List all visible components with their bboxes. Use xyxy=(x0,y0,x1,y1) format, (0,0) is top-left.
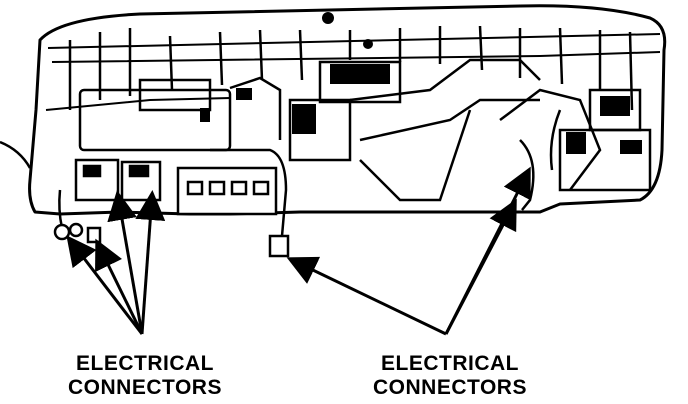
callout-label-right-line2: CONNECTORS xyxy=(373,376,527,399)
dark-details xyxy=(200,12,642,154)
hanging-connectors xyxy=(53,222,290,258)
callout-leaders-left xyxy=(66,190,166,335)
callout-label-left: ELECTRICAL CONNECTORS xyxy=(55,352,235,400)
top-ribs xyxy=(68,25,634,111)
callout-label-left-line2: CONNECTORS xyxy=(68,376,222,399)
callout-label-right-line1: ELECTRICAL xyxy=(381,352,519,375)
callout-leaders-right xyxy=(286,166,531,336)
connector-block-left xyxy=(74,158,278,216)
callout-label-right: ELECTRICAL CONNECTORS xyxy=(360,352,540,400)
callout-label-left-line1: ELECTRICAL xyxy=(76,352,214,375)
inner-assemblies xyxy=(78,58,652,202)
